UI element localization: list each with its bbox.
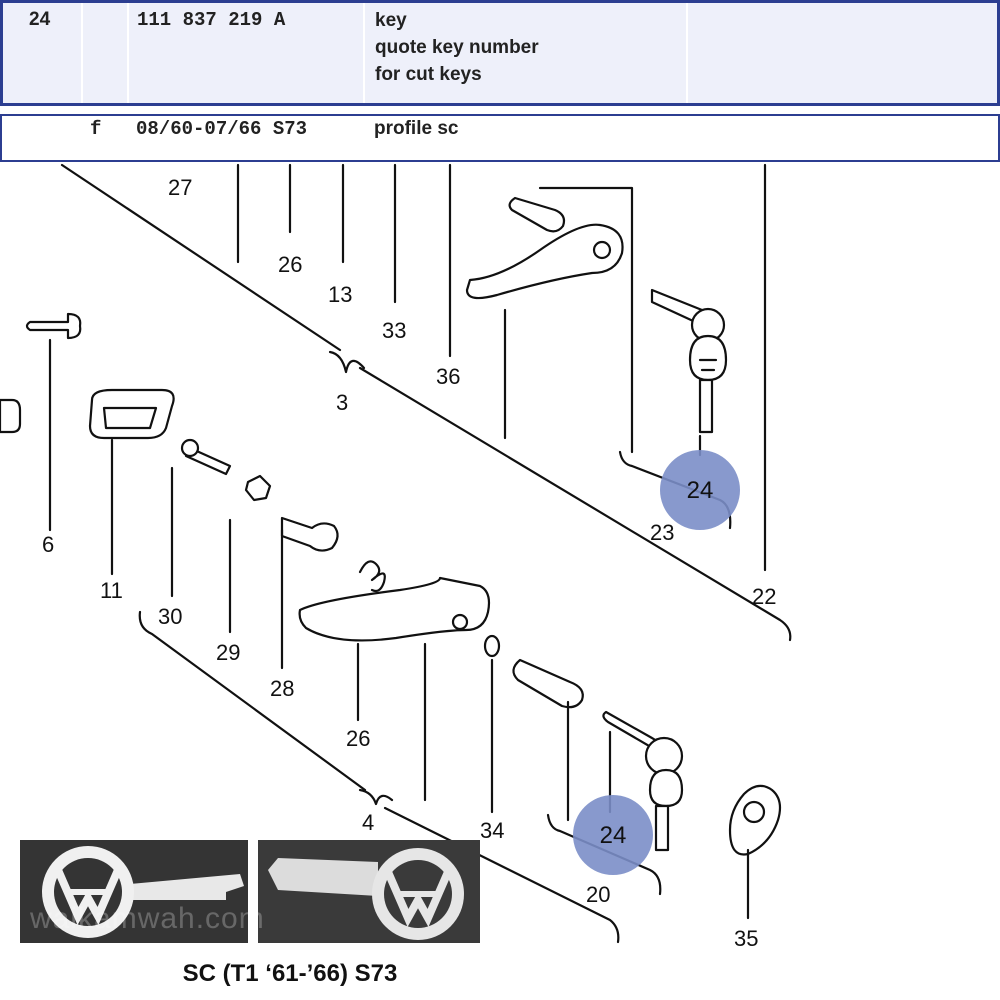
callout-29: 29: [216, 640, 240, 665]
callout-26-lower: 26: [346, 726, 370, 751]
callout-4: 4: [362, 810, 374, 835]
screw-6: [25, 312, 82, 340]
seal-11: [88, 388, 175, 440]
leader-lines-top: [236, 163, 767, 572]
photo-watermark: waikamwah.com: [30, 902, 265, 935]
callout-35: 35: [734, 926, 758, 951]
door-handle-upper: [465, 223, 624, 300]
handle-lower-hole: [451, 613, 469, 631]
callout-22: 22: [752, 584, 776, 609]
sub-description: profile sc: [374, 118, 459, 139]
door-handle-lower: [298, 576, 491, 642]
item-number-cell: 24: [3, 3, 81, 103]
lock-cylinder-upper: [508, 196, 566, 233]
description-line-2: quote key number: [375, 37, 539, 58]
callout-3: 3: [336, 390, 348, 415]
callout-20: 20: [586, 882, 610, 907]
callout-13: 13: [328, 282, 352, 307]
callout-36: 36: [436, 364, 460, 389]
handle-hole: [592, 240, 612, 260]
leader-26-lower: [356, 642, 427, 802]
key-photo-right-image: [258, 840, 480, 943]
lever-28: [280, 516, 339, 552]
key-fob-35: [728, 784, 782, 856]
group-bracket-3: [328, 350, 366, 374]
highlight-callout-upper-label: 24: [687, 477, 714, 504]
key-photo-right: [258, 840, 480, 943]
key-photo-left: [20, 840, 248, 943]
group-bracket-line-lower: [138, 610, 620, 944]
callout-33: 33: [382, 318, 406, 343]
parts-row-sub: f 08/60-07/66 S73 profile sc: [0, 114, 1000, 162]
column-divider: [686, 3, 688, 103]
column-divider: [363, 3, 365, 103]
callout-11: 11: [100, 578, 123, 603]
highlight-callout-upper: [660, 450, 740, 530]
nut-29: [244, 474, 272, 502]
lock-cylinder-lower: [512, 658, 584, 709]
callout-27: 27: [168, 175, 192, 200]
screw-30-head: [180, 438, 200, 458]
highlight-callout-lower-label: 24: [600, 822, 627, 849]
key-fob-35-logo: [742, 800, 766, 824]
sub-range-cell: 08/60-07/66 S73: [136, 116, 366, 160]
callout-28: 28: [270, 676, 294, 701]
callout-34: 34: [480, 818, 504, 843]
part-number-cell: 111 837 219 A: [137, 3, 361, 103]
column-divider: [127, 3, 129, 103]
description-line-1: key: [375, 10, 407, 31]
sub-range: 08/60-07/66 S73: [136, 118, 308, 140]
parts-row-main: 24 111 837 219 A key quote key number fo…: [0, 0, 1000, 106]
o-ring-34: [483, 634, 501, 658]
sub-code-cell: f: [90, 116, 130, 160]
callout-26-top: 26: [278, 252, 302, 277]
description-line-3: for cut keys: [375, 64, 482, 85]
photo-caption: SC (T1 ‘61-’66) S73: [182, 960, 398, 987]
part-number: 111 837 219 A: [137, 9, 286, 31]
partial-part-left: [0, 398, 22, 434]
sub-code: f: [90, 118, 102, 140]
key-photo-left-image: [20, 840, 248, 943]
spring-26: [358, 560, 386, 593]
item-number: 24: [29, 9, 51, 30]
keys-lower: [602, 710, 684, 852]
column-divider: [81, 3, 83, 103]
seal-11-inner: [102, 406, 158, 430]
highlight-callout-lower: [573, 795, 653, 875]
callout-6: 6: [42, 532, 54, 557]
description-cell: key quote key number for cut keys: [375, 3, 685, 103]
group-bracket-line-upper: [60, 163, 792, 642]
callout-23: 23: [650, 520, 674, 545]
callout-30: 30: [158, 604, 182, 629]
keys-upper: [650, 288, 728, 434]
group-bracket-4: [358, 788, 394, 806]
sub-description-cell: profile sc: [374, 116, 674, 160]
